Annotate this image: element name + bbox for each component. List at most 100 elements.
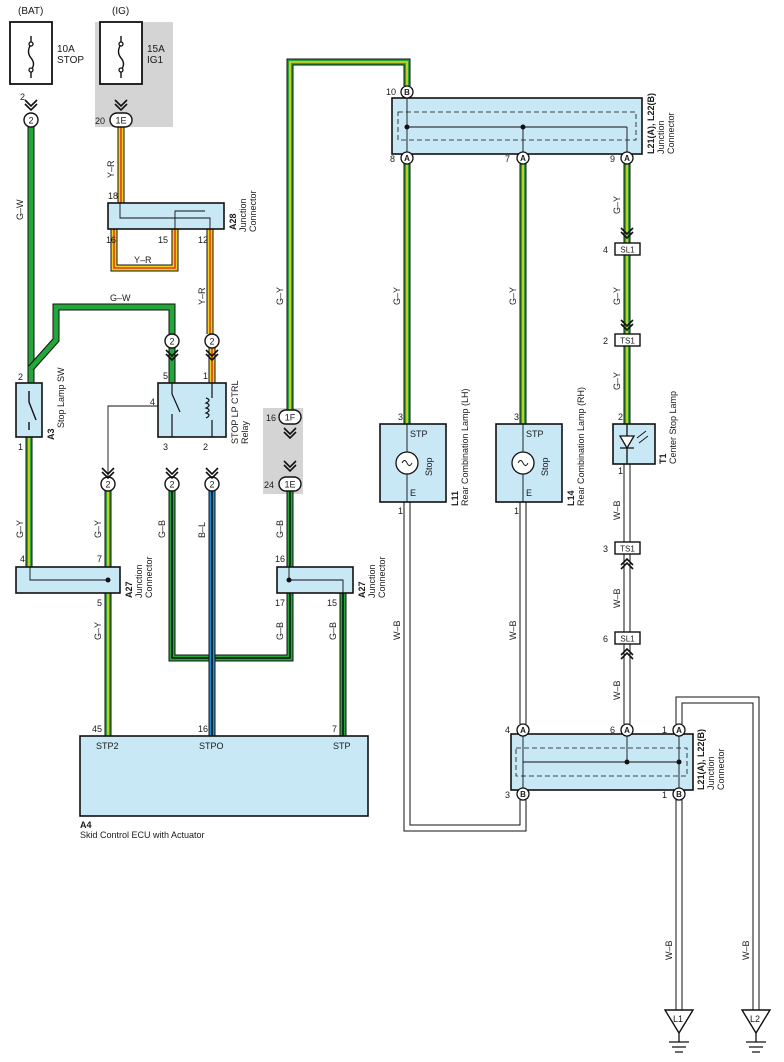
pin-l11-1: 1: [398, 506, 403, 516]
chevron-ts1-upper: [620, 319, 634, 332]
jc-bottom-id: L21(A), L22(B): [696, 729, 706, 790]
pin-jcb-1b: 1: [662, 790, 667, 800]
pin-sl1-upper-4: 4: [603, 245, 608, 255]
pin-l14-1: 1: [514, 506, 519, 516]
pin-jct-9: 9: [610, 154, 615, 164]
pin-jcb-3: 3: [505, 790, 510, 800]
wire-label-yr-loop: Y–R: [134, 255, 152, 265]
connector-ts1-upper-label: TS1: [620, 337, 635, 346]
jc-bottom-dot-2: [676, 759, 682, 765]
l14-id: L14: [566, 490, 576, 506]
pin-t1-2: 2: [618, 412, 623, 422]
t1-led-rays: [636, 430, 649, 444]
terminal-relay-in-5-label: 2: [169, 337, 174, 347]
a27-right-name-2: Connector: [377, 556, 387, 598]
chevron-sl1-lower: [620, 647, 634, 660]
pin-badge-jcb-4-a: A: [516, 723, 530, 737]
pin-jct-7: 7: [505, 154, 510, 164]
fuse-stop-contact-top: [28, 41, 34, 47]
terminal-relay-out-2-label: 2: [209, 480, 214, 490]
pin-badge-jcb-1-a-label: A: [676, 726, 682, 735]
wire-label-gy-a3: G–Y: [15, 520, 25, 538]
wire-label-wb-l2: W–B: [741, 940, 751, 960]
connector-chevrons: [24, 99, 634, 660]
a3-id: A3: [46, 428, 56, 440]
chevron-1f: [283, 427, 297, 440]
terminal-relay-in-1-label: 2: [209, 337, 214, 347]
pin-badge-jct-7-a-label: A: [520, 154, 526, 163]
chevron-relay-1: [205, 349, 219, 362]
wire-label-gy-t1-c: G–Y: [612, 372, 622, 390]
t1-id: T1: [658, 453, 668, 464]
a4-id: A4: [80, 820, 92, 830]
t1-led-leads: [620, 424, 634, 464]
pin-badge-jct-8-a: A: [400, 151, 414, 165]
pin-badge-jct-7-a: A: [516, 151, 530, 165]
l11-e: E: [410, 488, 416, 498]
wire-label-yr-relay: Y–R: [197, 287, 207, 305]
a27-right-internal-wiring: [288, 567, 344, 593]
terminal-relay-out-3-label: 2: [169, 480, 174, 490]
chevron-fuse-stop: [24, 99, 38, 112]
fuse-ig1-contact-top: [118, 41, 124, 47]
fuse-ig1-amp: 15A: [147, 44, 165, 55]
fuse-ig1-name: IG1: [147, 55, 164, 66]
chevron-relay-5: [165, 349, 179, 362]
pin-a28-18: 18: [108, 191, 118, 201]
l14-name: Rear Combination Lamp (RH): [576, 387, 586, 506]
jc-bottom-bus: [522, 734, 680, 790]
wire-label-wb-t1-c: W–B: [612, 680, 622, 700]
wire-label-gw-left: G–W: [15, 199, 25, 220]
pin-badge-jcb-6-a: A: [620, 723, 634, 737]
pin-badge-jcb-4-a-label: A: [520, 726, 526, 735]
ecu-pin-stp2: STP2: [96, 741, 119, 751]
pin-jcb-1a: 1: [662, 725, 667, 735]
l11-name: Rear Combination Lamp (LH): [460, 388, 470, 506]
connector-sl1-lower: SL1: [614, 631, 641, 645]
pin-badge-jcb-1-a: A: [672, 723, 686, 737]
a4-name: Skid Control ECU with Actuator: [80, 830, 205, 840]
pin-a27r-16: 16: [275, 554, 285, 564]
wire-wb-l11-to-jc: [403, 502, 527, 832]
pin-ts1-upper-2: 2: [603, 336, 608, 346]
t1-name: Center Stop Lamp: [668, 391, 678, 464]
stop-lp-ctrl-relay: [157, 382, 227, 438]
terminal-relay-out-3: 2: [164, 476, 180, 492]
pin-jct-8: 8: [390, 154, 395, 164]
terminal-1e-lower-label: 1E: [284, 480, 295, 490]
jc-top-junction-connector: [391, 97, 643, 155]
connector-sl1-lower-label: SL1: [620, 635, 635, 644]
a27-left-internal-wiring: [29, 567, 108, 581]
t1-center-stop-lamp: [612, 423, 656, 465]
wire-label-gy-t1-a: G–Y: [612, 196, 622, 214]
bat-label: (BAT): [18, 6, 43, 17]
wire-label-gy-relay4: G–Y: [93, 520, 103, 538]
pin-jcb-6: 6: [610, 725, 615, 735]
l11-id: L11: [450, 491, 460, 506]
l11-stp: STP: [410, 429, 428, 439]
fuse-ig1-icon: [117, 36, 125, 78]
jc-bottom-dashed-area: [515, 747, 688, 777]
pin-fuse-stop-2: 2: [20, 92, 25, 102]
a27-left-name-2: Connector: [144, 556, 154, 598]
wire-gy-jc-to-1f: [286, 58, 411, 410]
fuse-ig1: [99, 21, 143, 85]
jc-top-dot-1: [404, 124, 410, 130]
pin-t1-1: 1: [618, 466, 623, 476]
pin-ts1-lower-3: 3: [603, 544, 608, 554]
pin-l14-3: 3: [514, 412, 519, 422]
wire-wb-jc-top-to-l2: [675, 696, 760, 1010]
pin-relay-4: 4: [150, 397, 155, 407]
pin-a27l-5: 5: [97, 598, 102, 608]
wire-label-bl: B–L: [197, 522, 207, 538]
wire-label-gy-stp2: G–Y: [93, 622, 103, 640]
pin-badge-jcb-3-b: B: [516, 787, 530, 801]
a27-right-id: A27: [357, 581, 367, 598]
pin-a27l-4: 4: [20, 554, 25, 564]
pin-relay-3: 3: [163, 442, 168, 452]
relay-coil-icon: [204, 397, 210, 419]
jc-top-dot-2: [520, 124, 526, 130]
ig-label: (IG): [112, 6, 129, 17]
chevron-ts1-lower: [620, 557, 634, 570]
